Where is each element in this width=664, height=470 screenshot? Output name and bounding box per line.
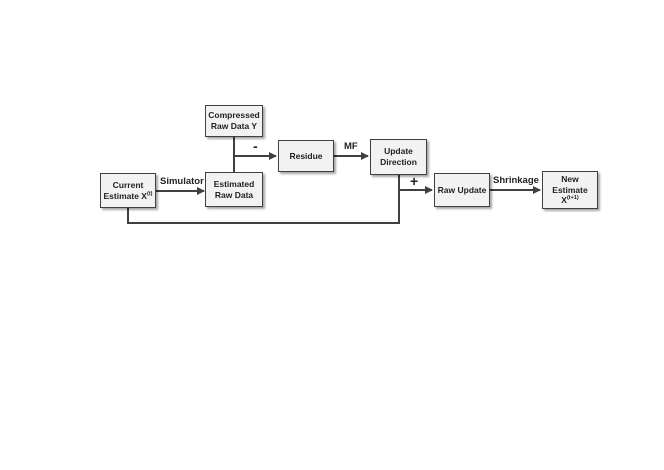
node-current-estimate-line1: Current [112,179,144,190]
node-estimated-line1: Estimated [213,178,255,189]
edge-label-mf: MF [344,141,358,152]
node-raw-update-label: Raw Update [437,184,487,195]
edge-label-shrinkage: Shrinkage [493,175,539,186]
node-estimated-line2: Raw Data [214,189,254,200]
node-update-direction-line2: Direction [380,157,417,167]
node-new-estimate-sup: (t+1) [566,195,579,202]
node-new-estimate: New Estimate X(t+1) [542,171,598,209]
node-current-estimate-sup: (t) [146,190,153,197]
node-update-direction: Update Direction [370,139,427,175]
node-new-estimate-line3: X [561,195,567,206]
node-current-estimate: Current Estimate X(t) [100,173,156,208]
line-feedback-current [127,190,400,224]
minus-sign: - [253,138,258,154]
node-new-estimate-line2: Estimate [552,184,588,195]
node-compressed-line2: Raw Data Y [210,121,258,131]
node-compressed-raw-data: Compressed Raw Data Y [205,105,263,137]
node-new-estimate-line1: New [561,174,579,185]
node-estimated-raw-data: Estimated Raw Data [205,172,263,207]
plus-sign: + [410,173,419,189]
node-current-estimate-line2: Estimate X [103,190,147,201]
node-compressed-line1: Compressed [208,110,260,121]
node-residue-label: Residue [289,150,323,161]
node-update-direction-line1: Update [384,146,413,157]
node-raw-update: Raw Update [434,173,490,207]
edge-label-simulator: Simulator [160,176,204,187]
node-residue: Residue [278,140,334,172]
